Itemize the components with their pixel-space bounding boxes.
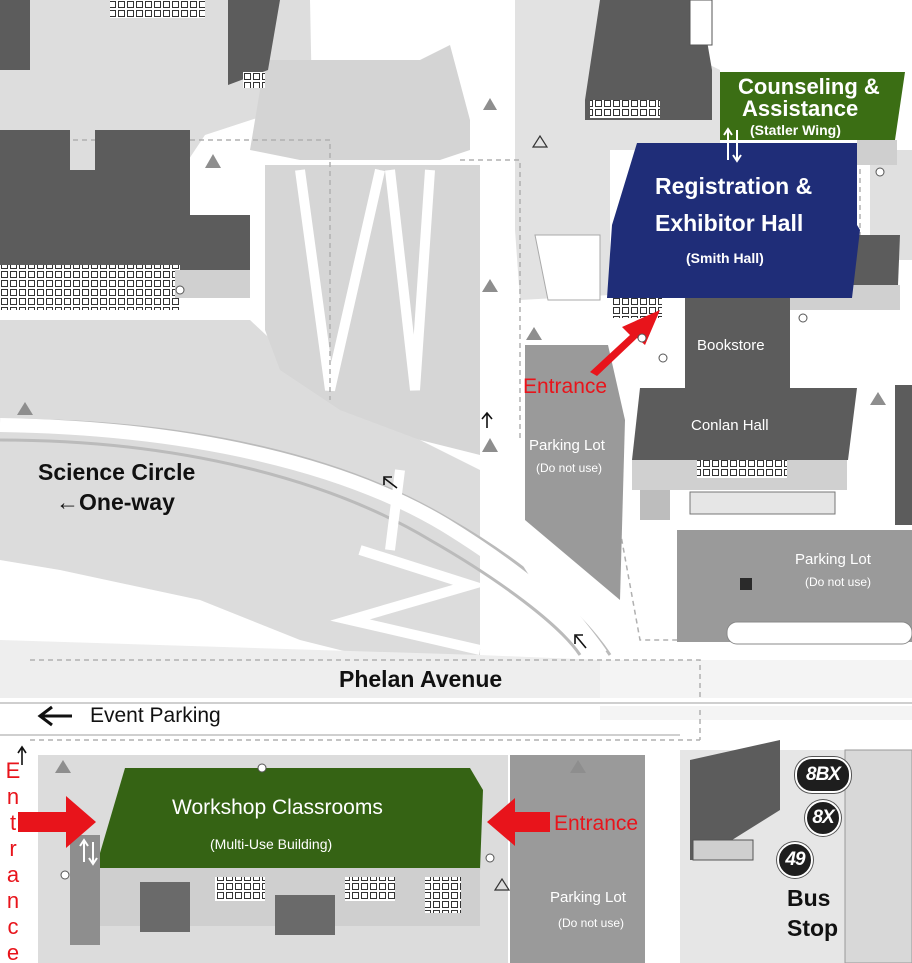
direction-arrows [17, 411, 587, 765]
bus-route-8bx-badge: 8BX [795, 757, 851, 793]
left-buildings [0, 0, 280, 310]
workshop-building [95, 768, 483, 870]
bookstore-building [685, 290, 790, 395]
phelan-avenue-label: Phelan Avenue [339, 666, 503, 692]
bus-stop-label-2: Stop [787, 915, 839, 941]
conlan-building [632, 388, 857, 460]
bollard-circles [60, 167, 885, 880]
parking-lot-label-2: Parking Lot [795, 551, 871, 568]
bus-route-49-badge: 49 [777, 842, 813, 878]
outline-triangles [493, 134, 549, 891]
bookstore-label: Bookstore [697, 337, 765, 354]
bus-stop-label-1: Bus [787, 885, 831, 911]
workshop-entrance-label: Entrance [554, 812, 639, 835]
workshop-title: Workshop Classrooms [172, 796, 383, 819]
science-circle-label: Science Circle [38, 459, 196, 485]
registration-title-1: Registration & [655, 173, 813, 199]
upper-building [585, 0, 713, 120]
dashed-paths [10, 139, 861, 741]
registration-building [607, 143, 860, 298]
campus-drive [492, 0, 607, 660]
counseling-title-2: Assistance [742, 96, 859, 121]
event-parking-label: Event Parking [90, 704, 221, 727]
counseling-title-1: Counseling & [738, 74, 880, 99]
conlan-label: Conlan Hall [691, 417, 769, 434]
workshop-subtitle: (Multi-Use Building) [210, 836, 333, 852]
registration-entrance-label: Entrance [523, 375, 608, 398]
parking-lot-label-1: Parking Lot [529, 437, 605, 454]
entrance-arrow-icons [18, 310, 660, 848]
parking-lot-shapes [510, 345, 912, 963]
parking-lot-note-1: (Do not use) [536, 461, 603, 475]
counseling-subtitle: (Statler Wing) [750, 122, 841, 138]
event-parking-arrow [37, 705, 72, 727]
elevator-arrows-icon [79, 127, 742, 866]
registration-subtitle: (Smith Hall) [686, 250, 764, 266]
walkways [295, 168, 488, 655]
parking-lot-note-2: (Do not use) [805, 575, 872, 589]
triangle-markers [17, 98, 886, 773]
bus-route-8x-badge: 8X [805, 800, 841, 836]
workshop-side-entrance-label: E n t r a n c e [5, 758, 21, 963]
registration-title-2: Exhibitor Hall [655, 210, 804, 236]
parking-lot-note-3: (Do not use) [558, 916, 625, 930]
parking-lot-label-3: Parking Lot [550, 889, 626, 906]
counseling-building [720, 72, 905, 140]
science-circle-direction: ←One-way [56, 489, 175, 515]
